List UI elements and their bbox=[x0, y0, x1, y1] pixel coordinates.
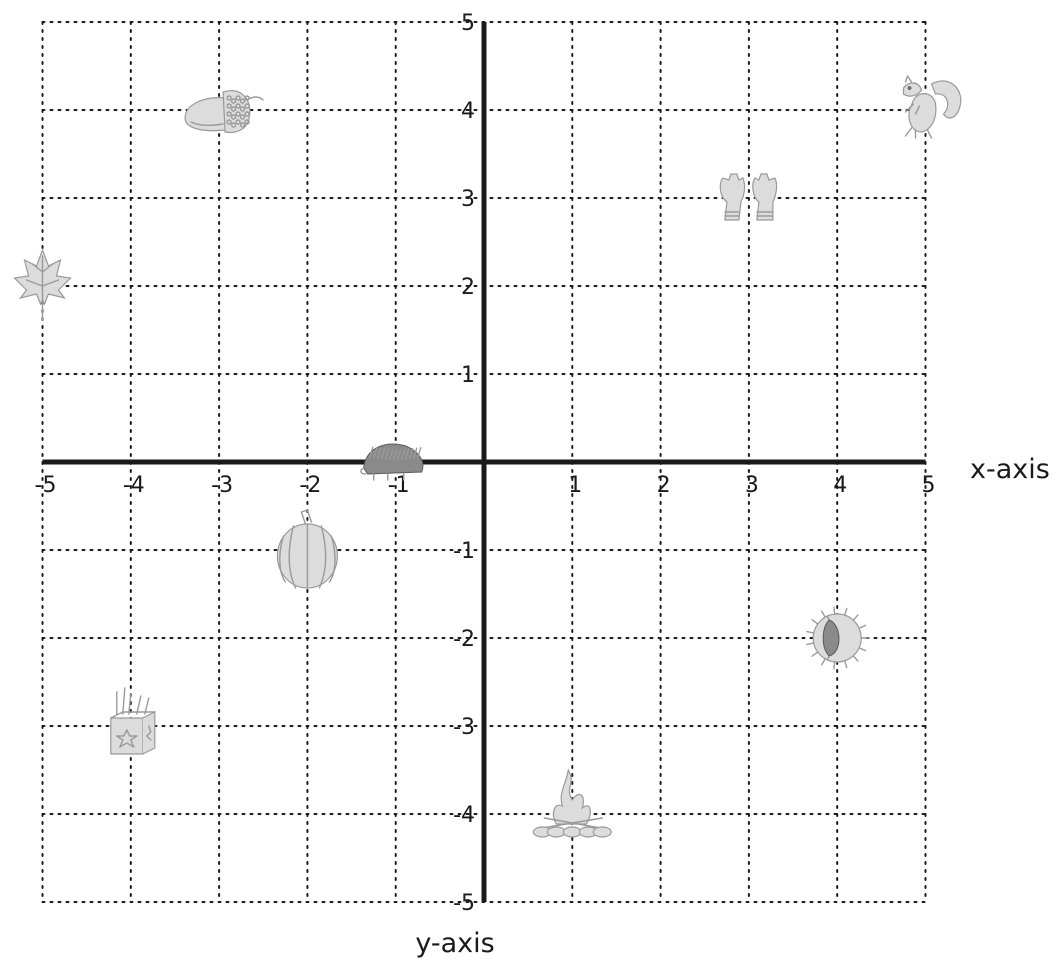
x-tick-label: 1 bbox=[568, 473, 582, 498]
firework-box-icon bbox=[111, 688, 155, 754]
plotted-items bbox=[15, 76, 961, 837]
squirrel-icon bbox=[904, 76, 961, 138]
y-tick-label: -2 bbox=[453, 627, 475, 652]
y-tick-label: -1 bbox=[453, 539, 475, 564]
y-tick-label: 2 bbox=[461, 275, 475, 300]
y-tick-label: 1 bbox=[461, 363, 475, 388]
x-tick-label: 2 bbox=[657, 473, 671, 498]
y-tick-label: 5 bbox=[461, 11, 475, 36]
axes bbox=[43, 22, 926, 902]
y-tick-label: -4 bbox=[453, 803, 475, 828]
bonfire-icon bbox=[533, 770, 611, 837]
acorn-icon bbox=[185, 91, 263, 133]
x-tick-label: -2 bbox=[299, 473, 321, 498]
x-tick-label: 5 bbox=[922, 473, 936, 498]
pumpkin-icon bbox=[277, 510, 337, 588]
y-tick-label: -5 bbox=[453, 891, 475, 916]
y-axis-label: y-axis bbox=[415, 928, 494, 959]
x-tick-label: -1 bbox=[388, 473, 410, 498]
y-tick-label: 4 bbox=[461, 99, 475, 124]
x-tick-label: -3 bbox=[211, 473, 233, 498]
x-axis-label: x-axis bbox=[970, 454, 1050, 485]
x-tick-label: -4 bbox=[123, 473, 145, 498]
y-tick-label: 3 bbox=[461, 187, 475, 212]
maple-leaf-icon bbox=[15, 250, 71, 320]
x-tick-label: 4 bbox=[833, 473, 847, 498]
conker-icon bbox=[807, 607, 868, 669]
x-tick-label: -5 bbox=[35, 473, 57, 498]
x-tick-label: 3 bbox=[745, 473, 759, 498]
y-tick-label: -3 bbox=[453, 715, 475, 740]
